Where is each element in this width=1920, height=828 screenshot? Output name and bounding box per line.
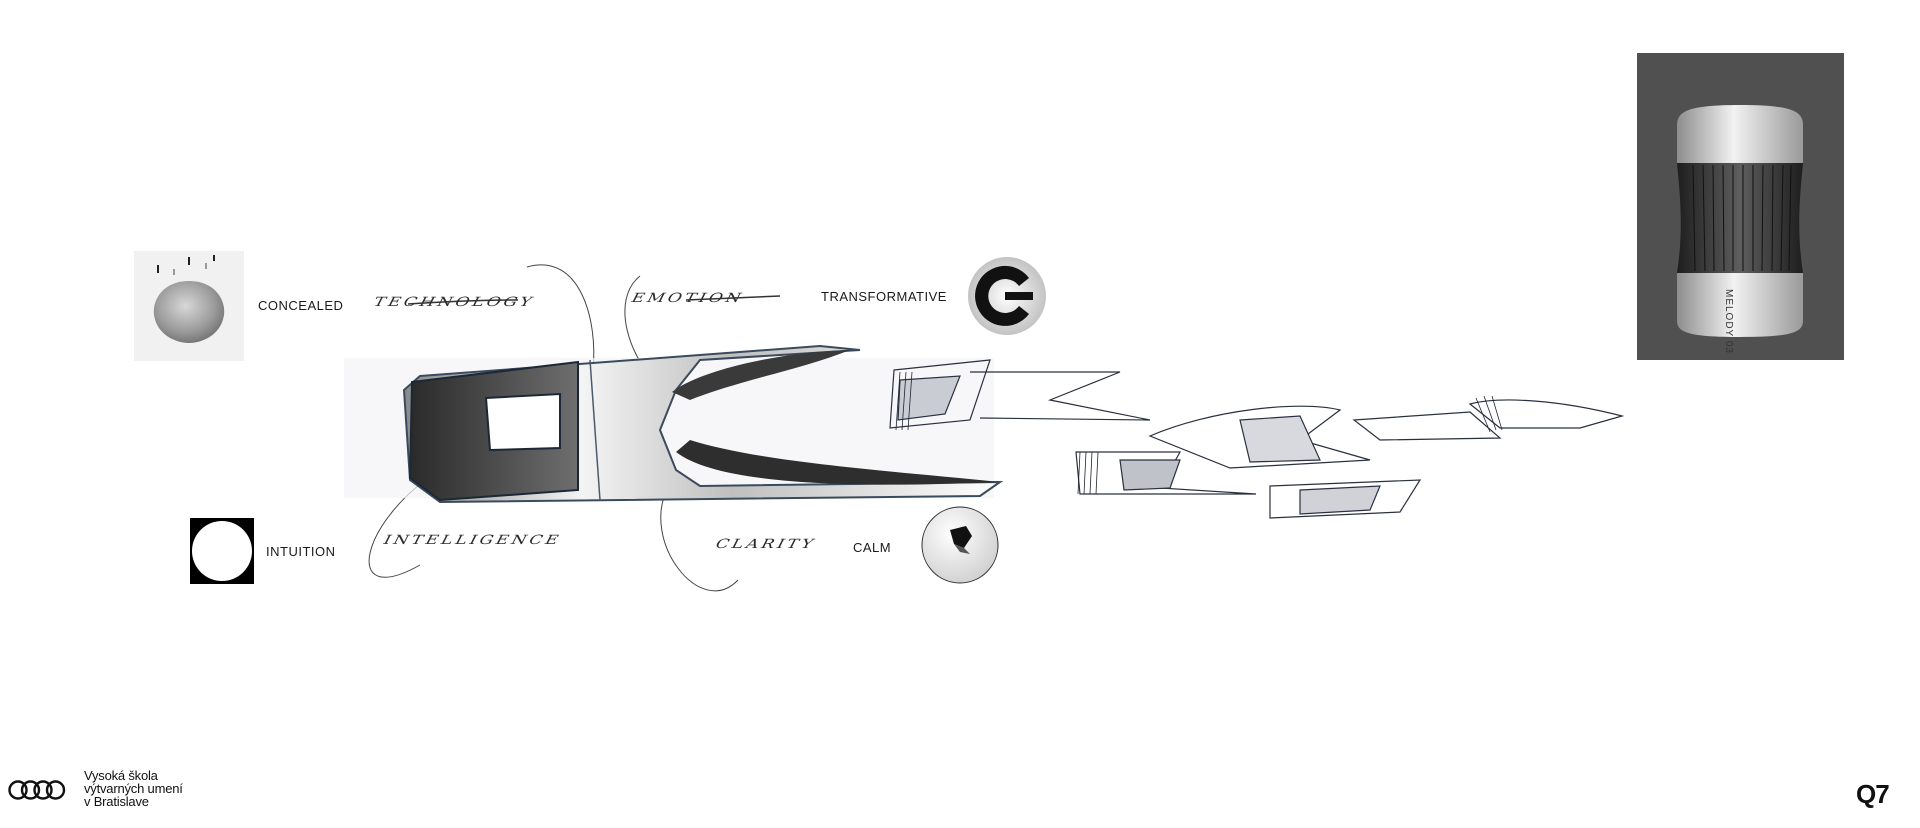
- speaker-product-image: [1677, 105, 1803, 337]
- calm-moodboard-image: [920, 506, 1000, 584]
- product-render-card: MELODY 03: [1637, 53, 1844, 360]
- concept-label-intuition: INTUITION: [266, 544, 336, 559]
- concept-label-transformative: TRANSFORMATIVE: [821, 289, 947, 304]
- calm-object-icon: [921, 506, 999, 584]
- concealed-fruit-illustration: [153, 255, 225, 343]
- school-name-line-3: v Bratislave: [84, 794, 149, 809]
- four-rings-logo-icon: [8, 780, 66, 800]
- concealed-moodboard-image: [134, 251, 244, 361]
- school-name-line-1: Vysoká škola: [84, 768, 158, 783]
- transformative-symbol-icon: [968, 257, 1046, 335]
- concept-label-concealed: CONCEALED: [258, 298, 344, 313]
- concept-label-calm: CALM: [853, 540, 892, 555]
- transformative-moodboard-image: [967, 256, 1047, 336]
- school-name: Vysoká škola výtvarných umení v Bratisla…: [84, 769, 183, 808]
- footer-logo: [8, 778, 66, 802]
- brand-mark: Q7: [1856, 779, 1890, 809]
- intuition-circle-icon: [192, 521, 252, 581]
- speaker-product-label: MELODY 03: [1723, 289, 1734, 354]
- intuition-moodboard-image: [190, 518, 254, 584]
- school-name-line-2: výtvarných umení: [84, 781, 183, 796]
- exploration-sketches: [889, 359, 1625, 519]
